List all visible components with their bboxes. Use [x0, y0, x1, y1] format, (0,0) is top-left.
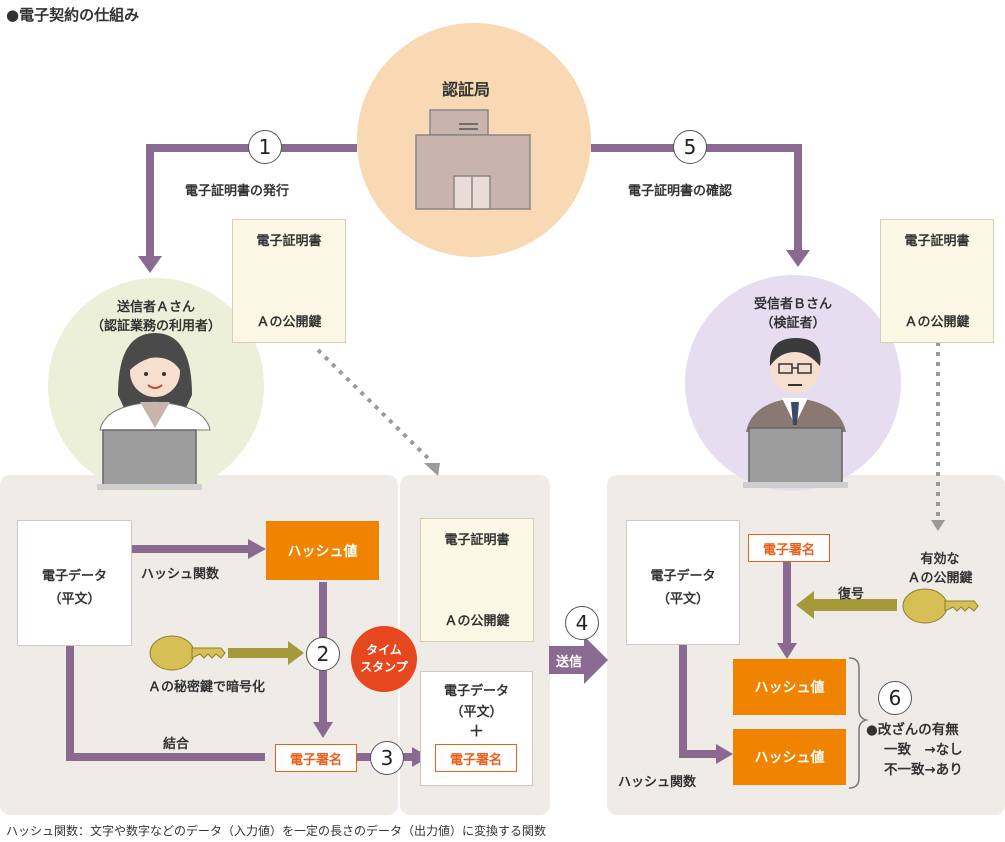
- cert-key-label: Ａの公開鍵: [444, 614, 510, 629]
- sender-name: 送信者Ａさん: [116, 300, 195, 315]
- hash-func-label: ハッシュ関数: [141, 567, 220, 582]
- bundle-plain: （平文）: [450, 705, 503, 720]
- result-match: 一致 →なし: [884, 742, 963, 758]
- receiver-person-icon: [743, 338, 848, 488]
- arrows-purple: [66, 144, 802, 761]
- cert-key-label: Ａの公開鍵: [256, 315, 322, 330]
- receiver-role: （検証者）: [760, 316, 826, 331]
- building-icon: [415, 109, 531, 210]
- decrypt-label: 復号: [838, 587, 865, 602]
- footnote: ハッシュ関数：文字や数字などのデータ（入力値）を一定の長さのデータ（出力値）に変…: [6, 824, 547, 838]
- cert-key-label: Ａの公開鍵: [904, 315, 970, 330]
- valid-key-line1: 有効な: [920, 552, 960, 567]
- receiver-name: 受信者Ｂさん: [753, 297, 832, 312]
- hash-func-label-right: ハッシュ関数: [618, 775, 697, 790]
- plain-data-label: 電子データ: [41, 569, 107, 584]
- sender-role: （認証業務の利用者）: [90, 319, 221, 334]
- cert-card-mid: 電子証明書 Ａの公開鍵: [420, 518, 534, 642]
- encrypt-label: Ａの秘密鍵で暗号化: [148, 680, 266, 695]
- arrow-issue: [146, 144, 357, 258]
- combine-label: 結合: [163, 737, 190, 752]
- step-4: 4: [565, 606, 599, 640]
- issue-label: 電子証明書の発行: [185, 184, 290, 199]
- step-6: 6: [878, 681, 912, 715]
- received-data-sub: （平文）: [656, 592, 709, 607]
- cert-title: 電子証明書: [256, 234, 322, 249]
- dotted-cert-to-mid: [316, 348, 434, 464]
- page-title: ●電子契約の仕組み: [6, 6, 140, 24]
- signature-box: 電子署名: [275, 744, 357, 772]
- result-bracket: [848, 657, 869, 789]
- hash-value-computed: ハッシュ値: [733, 729, 846, 785]
- plain-data-sub: （平文）: [48, 592, 101, 607]
- bundle-signature: 電子署名: [435, 744, 517, 772]
- ca-label: 認証局: [442, 80, 491, 99]
- send-label: 送信: [556, 655, 583, 670]
- sender-person-icon: [97, 333, 211, 490]
- step-5: 5: [673, 130, 707, 164]
- bundle-plus: ＋: [468, 722, 484, 740]
- hash-value-decrypted: ハッシュ値: [733, 659, 846, 715]
- timestamp-line1: タイム: [366, 643, 402, 657]
- result-mismatch: 不一致→あり: [884, 762, 963, 778]
- cert-title: 電子証明書: [444, 533, 510, 548]
- step-3: 3: [370, 741, 404, 775]
- cert-card-left: 電子証明書 Ａの公開鍵: [232, 219, 346, 343]
- key-icon: [902, 588, 979, 624]
- plain-data-box: 電子データ （平文）: [17, 520, 132, 646]
- step-2: 2: [306, 637, 340, 671]
- result-title: ●改ざんの有無: [866, 722, 959, 738]
- hash-value-box: ハッシュ値: [266, 521, 379, 580]
- cert-card-right: 電子証明書 Ａの公開鍵: [880, 219, 994, 343]
- key-icon: [149, 635, 226, 671]
- received-data-label: 電子データ: [650, 569, 716, 584]
- arrow-confirm: [591, 144, 802, 252]
- valid-key-line2: Ａの公開鍵: [907, 571, 973, 586]
- arrow-data-to-hash: [679, 645, 718, 758]
- confirm-label: 電子証明書の確認: [628, 184, 733, 199]
- received-data-box: 電子データ （平文）: [626, 520, 740, 645]
- bundle-data: 電子データ: [443, 684, 509, 699]
- step-1: 1: [248, 130, 282, 164]
- arrow-combine: [66, 645, 265, 761]
- cert-title: 電子証明書: [904, 234, 970, 249]
- received-signature: 電子署名: [748, 534, 830, 562]
- timestamp-badge: タイム スタンプ: [351, 626, 417, 692]
- timestamp-line2: スタンプ: [360, 660, 408, 674]
